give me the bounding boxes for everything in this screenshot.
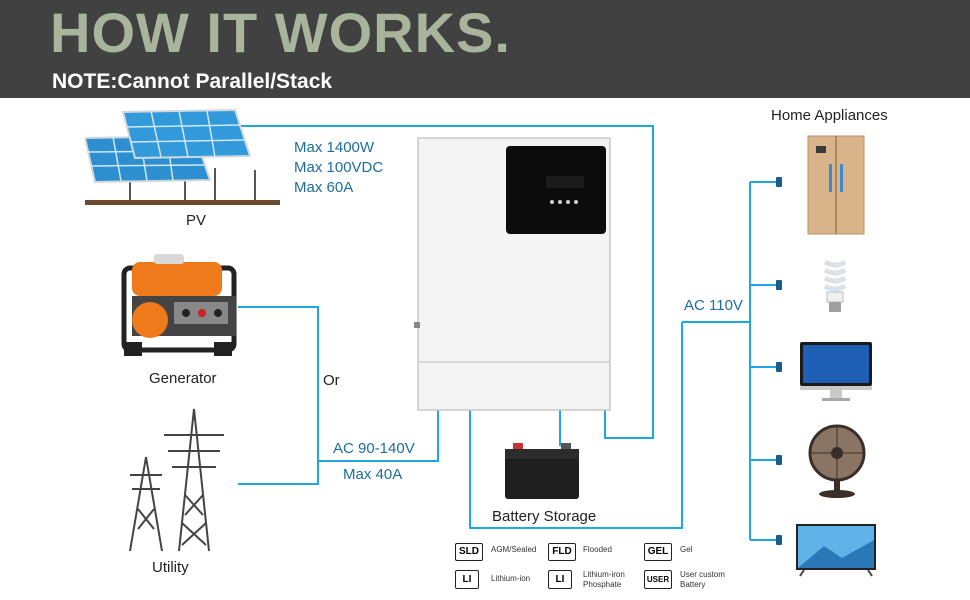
- note-text: NOTE:Cannot Parallel/Stack: [52, 70, 333, 93]
- pv-spec-voltage: Max 100VDC: [294, 159, 384, 176]
- generator-icon: [121, 254, 237, 356]
- ac-input-current: Max 40A: [343, 466, 403, 483]
- battery-type-text: Lithium-ion: [491, 574, 531, 583]
- pv-spec-current: Max 60A: [294, 179, 354, 196]
- ac-output-label: AC 110V: [684, 297, 743, 314]
- battery-type-text: Flooded: [583, 545, 612, 554]
- ac-input-voltage: AC 90-140V: [333, 440, 415, 457]
- battery-type-code: FLD: [548, 542, 576, 561]
- battery-type-li-ion: LI: [455, 569, 479, 589]
- page-title: HOW IT WORKS.: [50, 1, 511, 64]
- inverter-icon: [414, 137, 611, 411]
- utility-tower-icon: [129, 408, 224, 552]
- battery-type-code: SLD: [455, 542, 483, 561]
- pv-label: PV: [186, 212, 207, 229]
- battery-type-text: Lithium-iron Phosphate: [583, 570, 625, 589]
- battery-type-code: GEL: [644, 542, 672, 561]
- refrigerator-icon: [807, 135, 865, 235]
- battery-type-gel: GEL: [644, 541, 672, 561]
- battery-type-code: USER: [644, 570, 672, 589]
- solar-panel-icon: [85, 108, 280, 205]
- battery-icon: [505, 443, 579, 499]
- battery-type-code: LI: [455, 570, 479, 589]
- pv-spec-power: Max 1400W: [294, 139, 375, 156]
- fan-icon: [808, 424, 866, 498]
- light-bulb-icon: [823, 259, 847, 312]
- or-label: Or: [323, 372, 340, 389]
- header-banner: [0, 0, 970, 98]
- battery-type-user: USER: [644, 569, 672, 589]
- battery-type-code: LI: [548, 570, 572, 589]
- television-icon: [796, 524, 876, 577]
- generator-label: Generator: [149, 370, 217, 387]
- battery-label: Battery Storage: [492, 508, 597, 525]
- battery-type-text: Gel: [680, 545, 693, 554]
- battery-type-li-phosphate: LI: [548, 569, 572, 589]
- battery-type-sld: SLD: [455, 541, 483, 561]
- monitor-icon: [800, 342, 872, 401]
- battery-type-fld: FLD: [548, 541, 576, 561]
- battery-type-text: User custom Battery: [680, 570, 725, 589]
- utility-label: Utility: [152, 559, 189, 576]
- appliances-title: Home Appliances: [771, 107, 888, 124]
- battery-type-text: AGM/Sealed: [491, 545, 537, 554]
